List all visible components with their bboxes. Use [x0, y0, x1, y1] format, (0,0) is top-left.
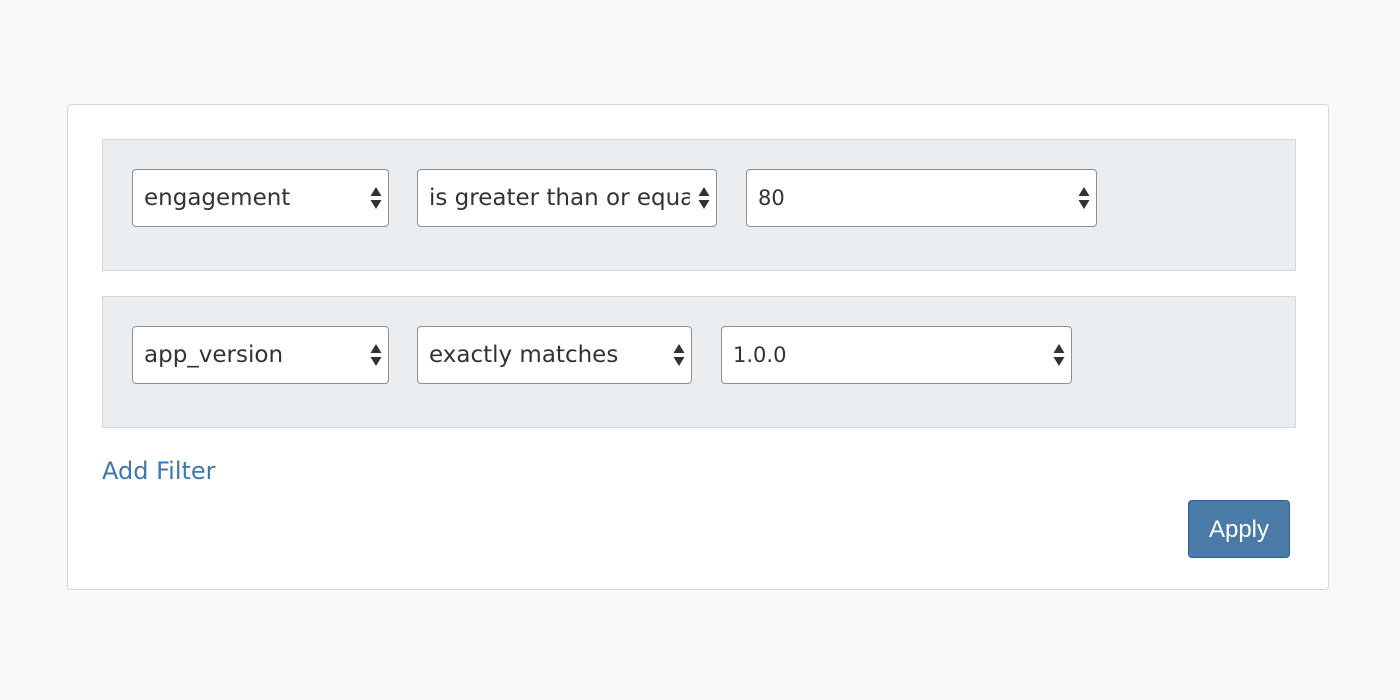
- up-down-caret-icon: [370, 185, 382, 211]
- value-select-value: 1.0.0: [733, 343, 787, 367]
- operator-select[interactable]: exactly matches: [417, 326, 692, 384]
- up-down-caret-icon: [673, 342, 685, 368]
- operator-select-value: exactly matches: [429, 342, 619, 368]
- filter-panel: engagement is greater than or equal to 8…: [67, 104, 1329, 590]
- field-select[interactable]: app_version: [132, 326, 389, 384]
- add-filter-link[interactable]: Add Filter: [102, 457, 216, 485]
- up-down-caret-icon: [698, 185, 710, 211]
- apply-button[interactable]: Apply: [1188, 500, 1290, 558]
- operator-select[interactable]: is greater than or equal to: [417, 169, 717, 227]
- up-down-caret-icon: [1053, 342, 1065, 368]
- field-select-value: engagement: [144, 185, 291, 211]
- value-select-value: 80: [758, 186, 785, 210]
- filter-row: app_version exactly matches 1.0.0: [102, 296, 1296, 428]
- value-select[interactable]: 80: [746, 169, 1097, 227]
- field-select-value: app_version: [144, 342, 284, 368]
- value-select[interactable]: 1.0.0: [721, 326, 1072, 384]
- up-down-caret-icon: [1078, 185, 1090, 211]
- field-select[interactable]: engagement: [132, 169, 389, 227]
- operator-select-value: is greater than or equal to: [429, 185, 690, 211]
- up-down-caret-icon: [370, 342, 382, 368]
- filter-row: engagement is greater than or equal to 8…: [102, 139, 1296, 271]
